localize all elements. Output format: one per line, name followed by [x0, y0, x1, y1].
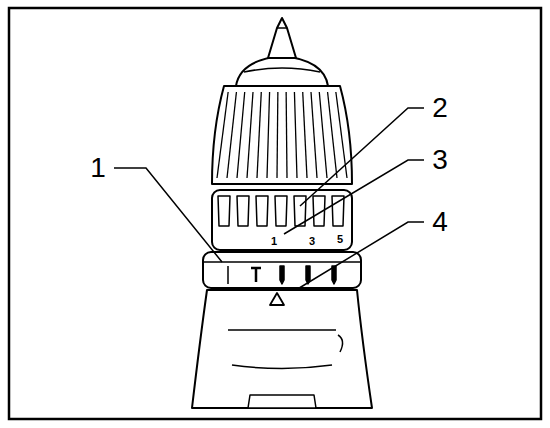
drill-icon: [280, 266, 284, 284]
knurl-line: [257, 92, 261, 178]
leader-line: [114, 168, 222, 262]
knurl-line: [311, 92, 317, 178]
callout-number: 3: [430, 146, 450, 174]
knurl-line: [276, 92, 278, 178]
leader-line: [284, 160, 424, 234]
torque-tooth: [275, 196, 287, 226]
housing-detail: [248, 395, 316, 408]
chuck-sleeve: [212, 86, 352, 184]
callout-number: 2: [430, 94, 450, 122]
torque-tooth: [256, 196, 268, 226]
frame: [9, 8, 541, 419]
knurl-line: [303, 92, 307, 178]
callout-number: 1: [88, 154, 108, 182]
housing: [192, 290, 372, 408]
chuck-nose: [268, 18, 296, 58]
knurl-line: [294, 92, 297, 178]
knurl-line: [328, 92, 337, 178]
torque-scale-number: 1: [270, 236, 278, 247]
housing-detail: [228, 330, 336, 369]
torque-tooth: [332, 196, 344, 226]
torque-scale-number: 3: [308, 236, 316, 247]
torque-tooth: [218, 196, 230, 226]
torque-scale-number: 5: [336, 234, 344, 245]
knurl-line: [227, 92, 236, 178]
housing-detail: [338, 335, 343, 352]
torque-ring: [212, 190, 352, 250]
knurl-line: [237, 92, 245, 178]
knurl-line: [285, 92, 287, 178]
callout-number: 4: [430, 208, 450, 236]
leader-line: [296, 222, 424, 290]
leader-line: [300, 108, 424, 206]
mode-ring: [203, 252, 361, 288]
screw-icon: [251, 268, 261, 282]
drill-icon: [332, 266, 336, 284]
alignment-mark: [270, 293, 284, 305]
knurl-line: [319, 92, 327, 178]
ring-groove: [227, 266, 229, 284]
chuck-cap: [236, 56, 328, 86]
knurl-line: [247, 92, 253, 178]
knurl-line: [217, 92, 228, 178]
torque-tooth: [237, 196, 249, 226]
knurl-line: [267, 92, 270, 178]
